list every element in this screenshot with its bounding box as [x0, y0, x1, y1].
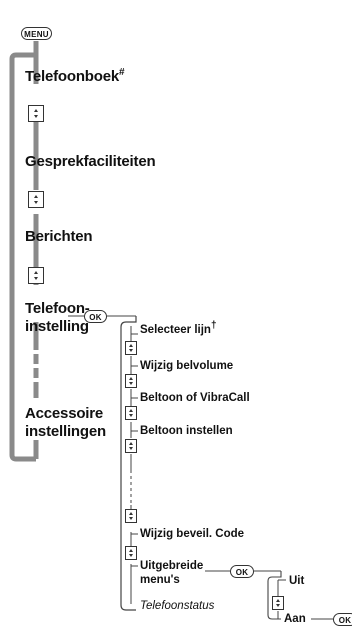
submenu-item-phone-status: Telefoonstatus	[140, 600, 215, 612]
phonebook-footnote-mark: #	[119, 67, 125, 78]
menu-key-icon[interactable]: MENU	[21, 27, 52, 40]
submenu-item-change-security-code[interactable]: Wijzig beveil. Code	[140, 528, 245, 540]
phonebook-label: Telefoonboek	[25, 68, 119, 85]
scroll-key-icon[interactable]	[125, 546, 137, 560]
menu-item-accessory-settings[interactable]: Accessoire instellingen	[25, 405, 106, 441]
ok-key-icon[interactable]: OK	[333, 613, 352, 626]
menu-item-phonebook[interactable]: Telefoonboek#	[25, 64, 125, 86]
submenu-item-ring-volume[interactable]: Wijzig belvolume	[140, 360, 234, 372]
options-loop	[267, 571, 282, 620]
submenu-item-select-line[interactable]: Selecteer lijn†	[140, 319, 217, 337]
option-on[interactable]: Aan	[284, 613, 306, 625]
scroll-key-icon[interactable]	[125, 439, 137, 453]
ok-key-icon[interactable]: OK	[84, 310, 107, 323]
scroll-key-icon[interactable]	[272, 596, 284, 610]
main-menu-loop	[9, 52, 36, 462]
menu-item-messages[interactable]: Berichten	[25, 228, 93, 245]
phone-settings-line2: instelling	[25, 318, 89, 335]
accessory-settings-line2: instellingen	[25, 423, 106, 440]
select-line-label: Selecteer lijn	[140, 323, 211, 336]
scroll-key-icon[interactable]	[28, 105, 44, 122]
ok-key-icon[interactable]: OK	[230, 565, 254, 578]
submenu-loop	[120, 316, 137, 611]
scroll-key-icon[interactable]	[125, 509, 137, 523]
option-off[interactable]: Uit	[289, 575, 305, 587]
scroll-key-icon[interactable]	[125, 374, 137, 388]
menu-item-call-facilities[interactable]: Gesprekfaciliteiten	[25, 153, 156, 170]
scroll-key-icon[interactable]	[125, 341, 137, 355]
accessory-settings-line1: Accessoire	[25, 405, 104, 422]
extended-menus-line2: menu's	[140, 574, 180, 586]
scroll-key-icon[interactable]	[125, 406, 137, 420]
menu-item-phone-settings[interactable]: Telefoon- instelling	[25, 300, 90, 336]
phone-settings-line1: Telefoon-	[25, 300, 90, 317]
submenu-item-extended-menus[interactable]: Uitgebreide menu's	[140, 559, 203, 587]
submenu-item-ringtone-settings[interactable]: Beltoon instellen	[140, 425, 233, 437]
select-line-footnote-mark: †	[210, 320, 217, 331]
scroll-key-icon[interactable]	[28, 191, 44, 208]
extended-menus-line1: Uitgebreide	[140, 560, 204, 572]
submenu-item-ringtone-or-vibracall[interactable]: Beltoon of VibraCall	[140, 392, 250, 404]
scroll-key-icon[interactable]	[28, 267, 44, 284]
